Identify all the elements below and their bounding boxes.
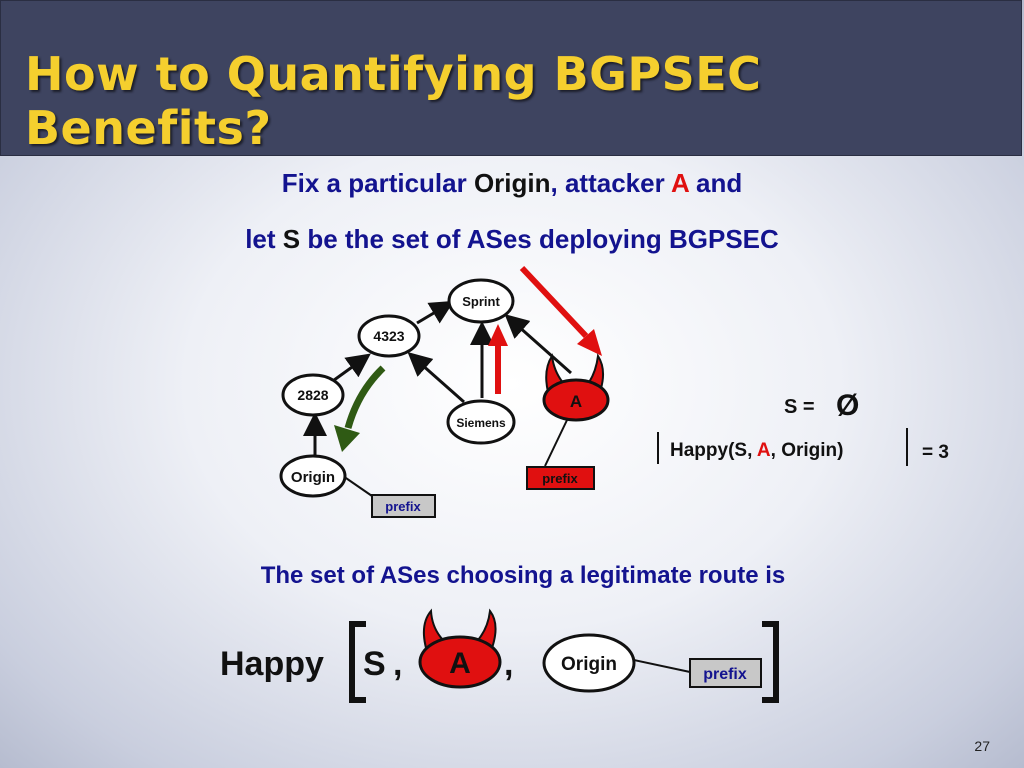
slide-title: How to Quantifying BGPSEC Benefits? (25, 47, 762, 155)
edge-siemens-4323 (407, 352, 465, 404)
intro-text-2: , attacker (550, 168, 671, 198)
legit-route-sentence: The set of ASes choosing a legitimate ro… (261, 562, 786, 589)
intro-line-1: Fix a particular Origin, attacker A and (0, 168, 1024, 199)
intro-line-2: let S be the set of ASes deploying BGPSE… (0, 224, 1024, 255)
horn-icon (476, 608, 497, 650)
node-attacker (542, 353, 610, 422)
red-arrow-down (519, 265, 602, 356)
node-2828 (281, 373, 345, 417)
happy-origin-node (542, 633, 636, 693)
node-siemens-label: Siemens (456, 416, 506, 430)
happy-origin-prefix-edge (633, 659, 691, 673)
page-number: 27 (974, 738, 990, 754)
intro-attacker: A (670, 168, 689, 198)
happy-comma-2: , (504, 645, 513, 683)
bracket-right (762, 621, 779, 703)
intro-text-1: Fix a particular (281, 168, 474, 198)
node-sprint (447, 278, 515, 324)
prefix-origin-label: prefix (385, 499, 421, 514)
intro-text-3: and (688, 168, 743, 198)
intro2-s: S (282, 224, 301, 254)
horn-icon (422, 608, 445, 650)
edge-attacker-prefix (544, 417, 569, 467)
happy-count: = 3 (922, 442, 949, 463)
happy-prefix-label: prefix (703, 666, 747, 683)
node-siemens (446, 399, 516, 445)
prefix-attacker-label: prefix (542, 471, 578, 486)
edge-2828-4323 (329, 353, 371, 385)
node-attacker-label: A (570, 392, 582, 411)
edge-attacker-sprint (504, 314, 572, 375)
node-4323-label: 4323 (373, 328, 404, 344)
happy-attacker-label: A (449, 647, 471, 680)
node-origin (279, 454, 347, 498)
edge-origin-prefix (342, 475, 373, 497)
node-sprint-label: Sprint (462, 294, 500, 309)
node-4323 (357, 314, 421, 358)
happy-set-text: Happy(S, A, Origin) (670, 440, 843, 461)
intro-origin: Origin (473, 168, 551, 198)
s-equals-label: S = (784, 396, 815, 418)
title-bar: How to Quantifying BGPSEC Benefits? (0, 0, 1022, 156)
happy-s: S (363, 645, 386, 683)
empty-set-symbol: Ø (836, 389, 859, 422)
prefix-box-attacker (526, 466, 595, 490)
happy-comma-1: , (393, 645, 402, 683)
happy-label: Happy (220, 645, 324, 683)
green-route-arrow (334, 365, 386, 452)
prefix-box-origin (371, 494, 436, 518)
happy-origin-label: Origin (561, 654, 617, 675)
intro2-text-1: let (245, 224, 283, 254)
edge-4323-sprint (416, 300, 455, 325)
happy-attacker-node (418, 608, 502, 689)
happy-prefix-box (689, 658, 762, 688)
red-arrow-up (488, 324, 508, 394)
node-origin-label: Origin (291, 469, 335, 486)
node-2828-label: 2828 (297, 387, 328, 403)
bracket-left (349, 621, 366, 703)
intro2-text-2: be the set of ASes deploying BGPSEC (300, 224, 779, 254)
